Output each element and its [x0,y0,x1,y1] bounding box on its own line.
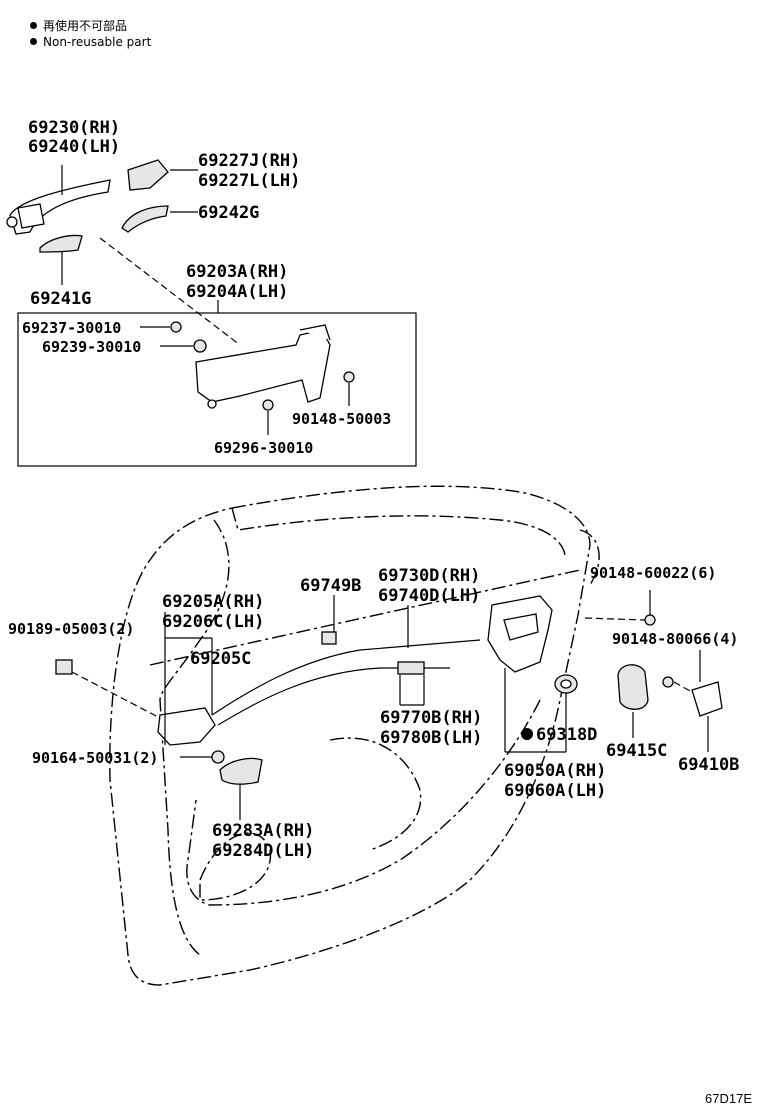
label-69283A: 69283A(RH) [212,821,314,841]
label-69237: 69237-30010 [22,319,121,337]
label-69205A: 69205A(RH) [162,592,264,612]
small-nut-icon [193,339,207,353]
label-69780B: 69780B(LH) [380,728,482,748]
clip-icon [321,631,337,645]
screw-icon [262,399,274,411]
label-69740D: 69740D(LH) [378,586,480,606]
label-90148-50003: 90148-50003 [292,410,391,428]
small-bolt-icon [170,321,182,333]
dashed-leader [99,237,241,346]
non-reusable-dot-icon [521,728,533,740]
inside-handle [157,707,216,746]
legend-jp: 再使用不可部品 [43,19,128,33]
handle-cap [127,159,169,191]
seal-ring [554,674,578,694]
label-69730D: 69730D(RH) [378,566,480,586]
screw-icon [644,614,656,626]
legend: 再使用不可部品 Non-reusable part [30,18,151,50]
dashed-leader [71,671,161,719]
label-69241G: 69241G [30,289,91,309]
label-69227J: 69227J(RH) [198,151,300,171]
label-90148-80066: 90148-80066(4) [612,630,738,648]
label-69204A: 69204A(LH) [186,282,288,302]
legend-row-jp: 再使用不可部品 [30,18,151,34]
label-69296: 69296-30010 [214,439,313,457]
label-69060A: 69060A(LH) [504,781,606,801]
label-69284D: 69284D(LH) [212,841,314,861]
screw-icon [211,750,225,764]
dashed-leader [673,681,693,693]
striker-cover [617,664,649,710]
handle-frame [195,324,331,409]
label-69230: 69230(RH) [28,118,120,138]
label-69239: 69239-30010 [42,338,141,356]
handle-pad [121,205,169,233]
door-outline [109,485,600,986]
striker [691,681,723,717]
label-69318D: 69318D [536,725,597,745]
label-90148-60022: 90148-60022(6) [590,564,716,582]
label-90189: 90189-05003(2) [8,620,134,638]
label-69205C: 69205C [190,649,251,669]
dashed-leader [584,617,646,621]
label-69242G: 69242G [198,203,259,223]
label-90164: 90164-50031(2) [32,749,158,767]
non-reusable-dot-icon [30,22,37,29]
non-reusable-dot-icon [30,38,37,45]
cable-guide [397,661,425,675]
label-69206C: 69206C(LH) [162,612,264,632]
handle-bezel [219,757,263,785]
screw-icon [662,676,674,688]
frame-box [17,312,417,467]
lock-body [487,595,553,673]
label-69203A: 69203A(RH) [186,262,288,282]
bolt-icon [55,659,73,675]
screw-icon [343,371,355,383]
label-69050A: 69050A(RH) [504,761,606,781]
label-69770B: 69770B(RH) [380,708,482,728]
label-69227L: 69227L(LH) [198,171,300,191]
label-69240: 69240(LH) [28,137,120,157]
label-69749B: 69749B [300,576,361,596]
handle-bezel [39,234,83,253]
outside-handle [6,179,111,235]
cable [211,639,481,726]
figure-code: 67D17E [705,1091,752,1106]
legend-row-en: Non-reusable part [30,34,151,50]
label-69410B: 69410B [678,755,739,775]
legend-en: Non-reusable part [43,35,152,49]
label-69415C: 69415C [606,741,667,761]
